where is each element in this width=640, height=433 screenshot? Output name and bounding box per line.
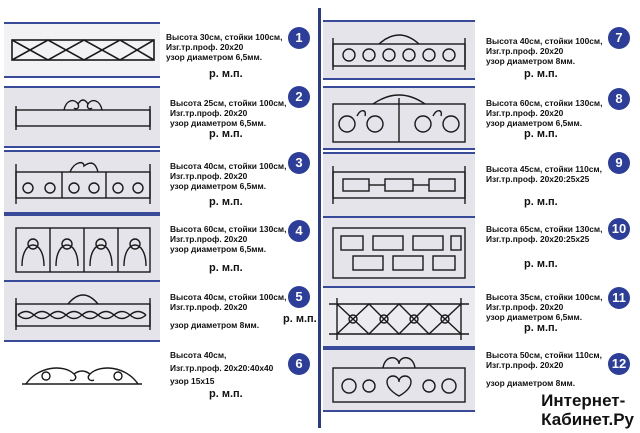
fence-number-badge-8: 8 [608,88,630,110]
fence-description-6: Высота 40см, Изг.тр.проф. 20х20:40х40 уз… [170,350,274,387]
fence-price-3: р. м.п. [209,196,243,208]
fence-price-5: р. м.п. [283,313,317,325]
fence-image-6 [4,342,160,424]
fence-description-5: Высота 40см, стойки 100см,Изг.тр.проф. 2… [170,292,287,331]
column-divider [318,8,321,428]
fence-price-9: р. м.п. [524,196,558,208]
fence-description-8: Высота 60см, стойки 130см,Изг.тр.проф. 2… [486,98,603,129]
fence-image-1 [4,22,160,78]
fence-description-10: Высота 65см, стойки 130см,Изг.тр.проф. 2… [486,224,603,245]
fence-price-11: р. м.п. [524,322,558,334]
fence-number-badge-12: 12 [608,353,630,375]
fence-number-badge-11: 11 [608,287,630,309]
fence-image-10 [323,216,475,288]
fence-image-11 [323,286,475,348]
fence-number-badge-10: 10 [608,218,630,240]
fence-image-4 [4,214,160,282]
fence-description-4: Высота 60см, стойки 130см,Изг.тр.проф. 2… [170,224,287,255]
site-watermark: Интернет- Кабинет.Ру [541,391,634,429]
fence-number-badge-1: 1 [288,27,310,49]
fence-image-7 [323,20,475,80]
fence-image-2 [4,86,160,148]
fence-description-2: Высота 25см, стойки 100см,Изг.тр.проф. 2… [170,98,287,129]
fence-number-badge-3: 3 [288,152,310,174]
fence-number-badge-4: 4 [288,220,310,242]
fence-price-7: р. м.п. [524,68,558,80]
fence-image-3 [4,150,160,214]
fence-number-badge-2: 2 [288,86,310,108]
fence-description-9: Высота 45см, стойки 110см,Изг.тр.проф. 2… [486,164,602,185]
fence-price-6: р. м.п. [209,388,243,400]
fence-image-8 [323,86,475,150]
fence-price-10: р. м.п. [524,258,558,270]
fence-description-7: Высота 40см, стойки 100см,Изг.тр.проф. 2… [486,36,603,67]
fence-price-4: р. м.п. [209,262,243,274]
fence-number-badge-6: 6 [288,353,310,375]
fence-price-8: р. м.п. [524,128,558,140]
fence-description-3: Высота 40см, стойки 100см,Изг.тр.проф. 2… [170,161,287,192]
fence-number-badge-7: 7 [608,27,630,49]
fence-description-1: Высота 30см, стойки 100см,Изг.тр.проф. 2… [166,32,283,63]
fence-image-9 [323,152,475,218]
fence-price-1: р. м.п. [209,68,243,80]
fence-number-badge-9: 9 [608,152,630,174]
fence-price-2: р. м.п. [209,128,243,140]
fence-image-5 [4,280,160,342]
fence-description-12: Высота 50см, стойки 110см,Изг.тр.проф. 2… [486,350,602,389]
fence-image-12 [323,348,475,412]
fence-number-badge-5: 5 [288,286,310,308]
fence-description-11: Высота 35см, стойки 100см,Изг.тр.проф. 2… [486,292,603,323]
